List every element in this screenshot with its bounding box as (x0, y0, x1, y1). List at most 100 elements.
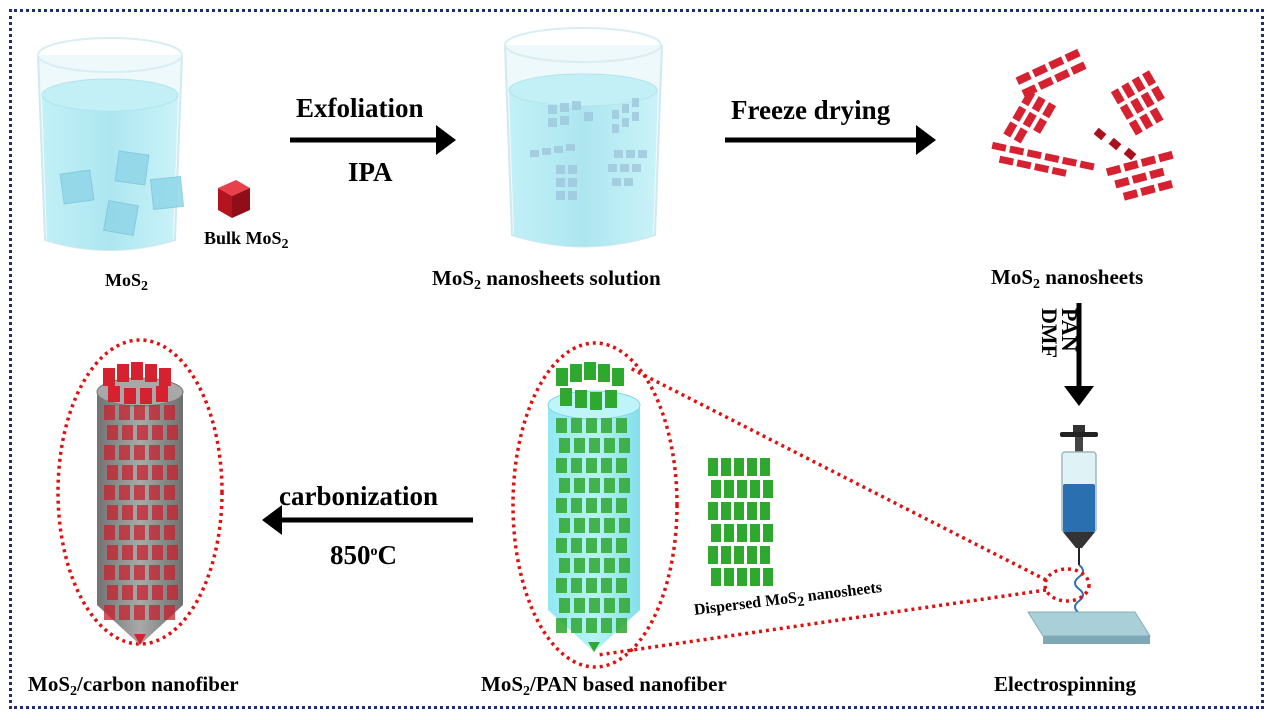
red-sheet (134, 485, 145, 500)
red-sheet (137, 505, 148, 520)
dispersed-sheet (721, 502, 731, 520)
red-sheet (149, 405, 160, 420)
dispersed-sheet (737, 480, 747, 498)
green-sheet (616, 618, 627, 633)
green-sheet (616, 458, 627, 473)
red-sheet (122, 585, 133, 600)
dispersed-sheet (724, 524, 734, 542)
label-mos2-nanosheets: MoS2 nanosheets (991, 265, 1144, 292)
green-sheet (604, 438, 615, 453)
red-sheet (119, 485, 130, 500)
green-sheet (571, 418, 582, 433)
beaker-bulk (37, 37, 185, 251)
green-sheet (586, 458, 597, 473)
green-sheet (586, 418, 597, 433)
dispersed-sheet (708, 502, 718, 520)
dispersed-sheet (750, 480, 760, 498)
green-sheet (616, 418, 627, 433)
dispersed-sheet (734, 458, 744, 476)
red-sheet (164, 565, 175, 580)
label-freeze-drying: Freeze drying (731, 95, 891, 125)
red-sheet (167, 585, 178, 600)
green-sheet (589, 518, 600, 533)
red-sheet (107, 585, 118, 600)
green-sheet (586, 538, 597, 553)
red-sheet (152, 465, 163, 480)
green-sheet (586, 498, 597, 513)
green-sheet (559, 518, 570, 533)
dispersed-sheet (708, 546, 718, 564)
green-sheet (586, 578, 597, 593)
green-sheet (604, 558, 615, 573)
dispersed-sheet (721, 458, 731, 476)
red-sheet (122, 505, 133, 520)
green-sheet (556, 578, 567, 593)
green-sheet (601, 618, 612, 633)
red-sheet (104, 605, 115, 620)
dispersed-sheet (734, 546, 744, 564)
red-sheet (164, 405, 175, 420)
green-sheet (604, 518, 615, 533)
red-sheet (122, 545, 133, 560)
green-sheet (589, 598, 600, 613)
dispersed-sheet (734, 502, 744, 520)
green-sheet (571, 578, 582, 593)
dispersed-sheet (747, 502, 757, 520)
green-sheet (589, 558, 600, 573)
red-sheet (167, 465, 178, 480)
green-sheet (616, 578, 627, 593)
dispersed-sheet (708, 458, 718, 476)
green-sheet (589, 438, 600, 453)
green-sheet (619, 598, 630, 613)
green-sheet (574, 478, 585, 493)
green-sheet (571, 618, 582, 633)
red-sheet (119, 605, 130, 620)
label-mos2-bulk: MoS2 (105, 270, 148, 294)
red-sheet (167, 505, 178, 520)
carbon-nanofiber (56, 338, 224, 646)
green-sheet (574, 438, 585, 453)
red-sheet (167, 545, 178, 560)
red-sheet (152, 545, 163, 560)
red-sheet (104, 405, 115, 420)
label-temperature: 850oC (330, 540, 397, 570)
dispersed-sheet (737, 568, 747, 586)
red-nanosheets (991, 48, 1174, 201)
green-sheet (559, 438, 570, 453)
green-sheet (574, 558, 585, 573)
green-sheet (619, 558, 630, 573)
red-sheet (164, 605, 175, 620)
red-sheet (152, 585, 163, 600)
green-sheet (556, 618, 567, 633)
red-sheet (107, 505, 118, 520)
red-sheet (149, 485, 160, 500)
dispersed-sheet (711, 480, 721, 498)
red-sheet (134, 605, 145, 620)
label-carbon-nanofiber: MoS2/carbon nanofiber (28, 672, 239, 699)
dispersed-sheet (721, 546, 731, 564)
dispersed-sheet (763, 568, 773, 586)
green-sheet (571, 458, 582, 473)
green-sheet (559, 598, 570, 613)
dispersed-sheet (747, 458, 757, 476)
red-sheet (107, 465, 118, 480)
dispersed-sheet (724, 568, 734, 586)
red-sheet (107, 545, 118, 560)
red-sheet (149, 605, 160, 620)
label-carbonization: carbonization (279, 481, 438, 511)
red-sheet (164, 485, 175, 500)
green-sheet (574, 598, 585, 613)
red-sheet (122, 425, 133, 440)
red-sheet (137, 425, 148, 440)
dispersed-sheet (750, 524, 760, 542)
red-sheet (149, 565, 160, 580)
green-sheet (616, 538, 627, 553)
green-sheet (571, 538, 582, 553)
red-sheet (134, 565, 145, 580)
bulk-mos2-cube (218, 180, 250, 218)
red-sheet (164, 445, 175, 460)
dispersed-sheet (763, 524, 773, 542)
label-dmf: DMF (1037, 308, 1062, 359)
red-sheet (104, 445, 115, 460)
dispersed-sheet (760, 458, 770, 476)
